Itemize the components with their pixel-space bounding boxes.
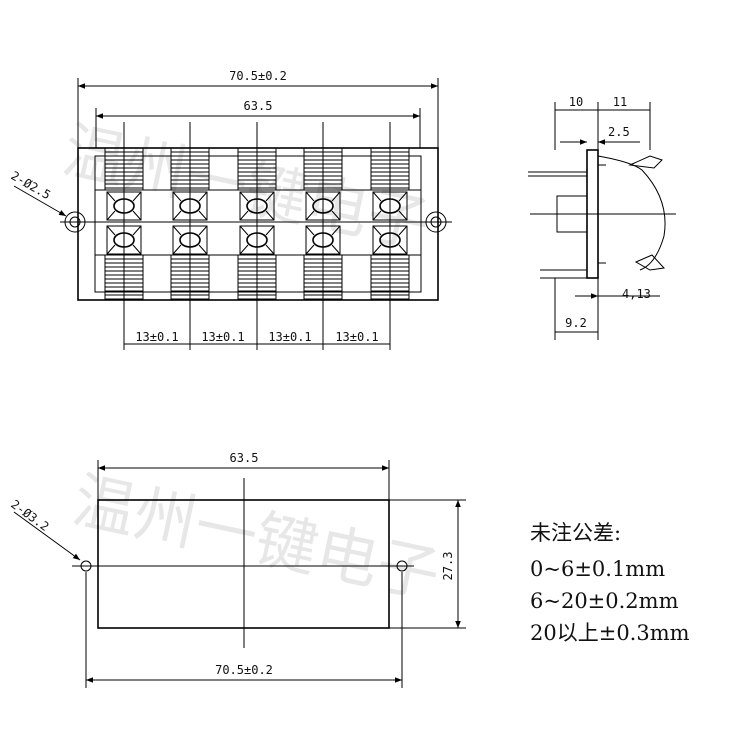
cutout-dim-mount-holes: 2-Ø3.2 xyxy=(8,497,51,534)
tolerance-note-title: 未注公差: xyxy=(530,521,621,545)
cutout-dim-overall-width: 70.5±0.2 xyxy=(215,663,273,677)
terminal-lever-bottom xyxy=(104,254,144,301)
terminal-wire-hole xyxy=(305,225,341,255)
terminal-wire-hole xyxy=(172,191,208,221)
terminal-wire-hole xyxy=(372,225,408,255)
terminal-wire-hole xyxy=(305,191,341,221)
dim-terminal-pitch-4: 13±0.1 xyxy=(335,330,378,344)
spring-lever-bottom xyxy=(634,254,666,271)
dim-mount-holes: 2-Ø2.5 xyxy=(9,168,54,202)
side-view: 10 11 2.5 4,13 9.2 xyxy=(528,95,676,340)
tolerance-note: 未注公差: 0~6±0.1mm 6~20±0.2mm 20以上±0.3mm xyxy=(530,521,690,645)
terminal-column-5 xyxy=(370,122,410,301)
terminal-lever-top xyxy=(170,147,210,191)
terminal-wire-hole xyxy=(106,225,142,255)
tolerance-line-3: 20以上±0.3mm xyxy=(530,621,690,645)
side-dim-2-5: 2.5 xyxy=(608,125,630,139)
side-dim-10: 10 xyxy=(569,95,583,109)
terminal-wire-hole xyxy=(372,191,408,221)
terminal-column-1 xyxy=(104,122,144,301)
terminal-lever-top xyxy=(104,147,144,191)
terminal-wire-hole xyxy=(239,191,275,221)
dim-terminal-pitch-2: 13±0.1 xyxy=(201,330,244,344)
side-dim-11: 11 xyxy=(613,95,627,109)
terminal-array xyxy=(104,122,410,301)
terminal-lever-bottom xyxy=(237,254,277,301)
front-view: 70.5±0.2 63.5 2-Ø2.5 13±0.1 13±0.1 13±0.… xyxy=(9,69,452,350)
spring-lever-top xyxy=(628,155,663,169)
tolerance-line-1: 0~6±0.1mm xyxy=(530,557,665,581)
terminal-lever-top xyxy=(237,147,277,191)
terminal-column-3 xyxy=(237,122,277,301)
dim-hole-pitch: 63.5 xyxy=(244,99,273,113)
dim-overall-width: 70.5±0.2 xyxy=(229,69,287,83)
side-dim-4-13: 4,13 xyxy=(622,287,651,301)
cutout-dim-height: 27.3 xyxy=(441,552,455,581)
tolerance-line-2: 6~20±0.2mm xyxy=(530,589,679,613)
terminal-lever-top xyxy=(303,147,343,191)
dim-terminal-pitch-3: 13±0.1 xyxy=(268,330,311,344)
terminal-wire-hole xyxy=(106,191,142,221)
cutout-dim-hole-pitch: 63.5 xyxy=(230,451,259,465)
terminal-wire-hole xyxy=(239,225,275,255)
terminal-lever-top xyxy=(370,147,410,191)
side-dim-9-2: 9.2 xyxy=(565,316,587,330)
dim-terminal-pitch-1: 13±0.1 xyxy=(135,330,178,344)
terminal-wire-hole xyxy=(172,225,208,255)
terminal-column-4 xyxy=(303,122,343,301)
